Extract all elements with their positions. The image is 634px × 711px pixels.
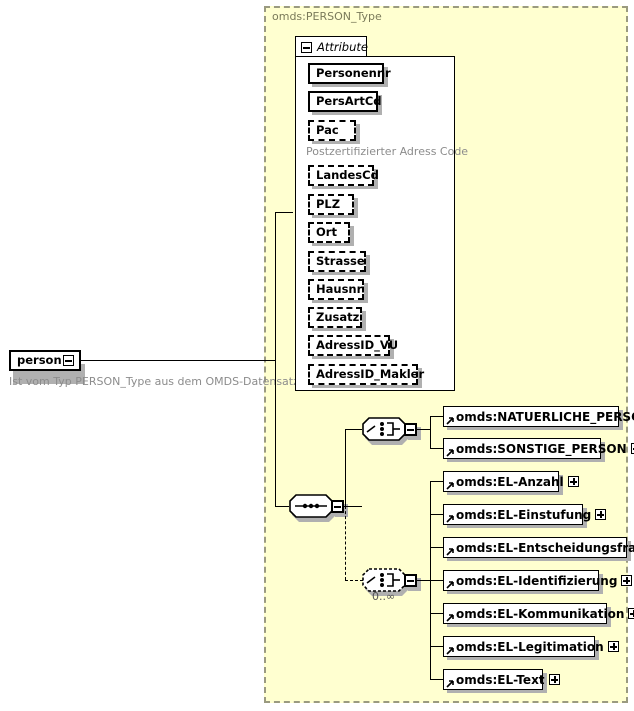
element-reference-label: omds:EL-Anzahl <box>456 474 564 489</box>
attribute-node[interactable]: Strasse <box>308 251 366 272</box>
type-container-title: omds:PERSON_Type <box>272 10 382 23</box>
connector-element-stub <box>430 613 443 614</box>
connector-sequence-down-dashed <box>345 506 346 580</box>
element-reference-label: omds:EL-Kommunikation <box>456 606 625 621</box>
element-reference-expand-toggle[interactable] <box>621 575 633 586</box>
attribute-node[interactable]: Zusatz <box>308 307 362 328</box>
connector-element-stub <box>430 580 443 581</box>
compositor-choice-1-toggle[interactable] <box>404 423 417 436</box>
connector-element-stub <box>430 416 443 417</box>
attribute-node[interactable]: PLZ <box>308 194 354 215</box>
element-reference-label: omds:EL-Entscheidungsfrage <box>456 540 634 555</box>
element-reference-expand-toggle[interactable] <box>548 674 560 685</box>
attribute-node[interactable]: Hausnr <box>308 279 364 300</box>
connector-main-bus <box>275 212 276 506</box>
connector-element-stub <box>430 679 443 680</box>
element-reference-label: omds:EL-Einstufung <box>456 507 592 522</box>
element-reference-label: omds:SONSTIGE_PERSON <box>456 441 627 456</box>
person-collapse-toggle[interactable] <box>63 355 74 366</box>
element-node-person-label: person <box>17 352 62 367</box>
connector-choice1-out <box>417 429 431 430</box>
connector-choice1-bus <box>430 417 431 449</box>
attribute-node-label: Ort <box>316 224 337 239</box>
element-reference-node[interactable]: omds:EL-Identifizierung <box>443 570 633 591</box>
person-annotation: Ist vom Typ PERSON_Type aus dem OMDS-Dat… <box>9 375 299 388</box>
attribute-node-label: Pac <box>316 122 339 137</box>
attribute-node[interactable]: Personennr <box>308 63 391 84</box>
attribute-panel-tab-label: Attribute <box>317 40 368 54</box>
compositor-choice-2-cardinality: 0..∞ <box>372 590 396 603</box>
element-reference-node[interactable]: omds:EL-Einstufung <box>443 504 607 525</box>
compositor-choice-2-toggle[interactable] <box>404 574 417 587</box>
attribute-node-label: Hausnr <box>316 281 363 296</box>
attribute-node-label: Personennr <box>316 65 391 80</box>
attribute-node-label: AdressID_VU <box>316 337 399 352</box>
attribute-node[interactable]: AdressID_VU <box>308 335 398 356</box>
attribute-panel-collapse-toggle[interactable] <box>301 41 312 53</box>
compositor-choice-1[interactable] <box>362 417 409 445</box>
element-reference-label: omds:NATUERLICHE_PERSON <box>456 409 634 424</box>
element-reference-node[interactable]: omds:SONSTIGE_PERSON <box>443 438 634 459</box>
attribute-node[interactable]: Ort <box>308 222 350 243</box>
compositor-sequence-symbol <box>289 494 333 518</box>
connector-element-stub <box>430 646 443 647</box>
element-reference-expand-toggle[interactable] <box>630 443 634 454</box>
element-reference-node[interactable]: omds:EL-Kommunikation <box>443 603 634 624</box>
compositor-sequence-toggle[interactable] <box>331 500 344 513</box>
element-reference-node[interactable]: omds:NATUERLICHE_PERSON <box>443 406 634 427</box>
connector-to-choice2-dashed <box>345 580 363 581</box>
element-reference-node[interactable]: omds:EL-Legitimation <box>443 636 619 657</box>
connector-choice2-out <box>417 580 431 581</box>
element-reference-expand-toggle[interactable] <box>567 476 579 487</box>
attribute-node[interactable]: LandesCd <box>308 165 379 186</box>
element-reference-node[interactable]: omds:EL-Text <box>443 669 560 690</box>
compositor-choice-2[interactable] <box>362 568 409 596</box>
attribute-node[interactable]: PersArtCd <box>308 91 382 112</box>
element-reference-expand-toggle[interactable] <box>628 608 634 619</box>
connector-element-stub <box>430 514 443 515</box>
attribute-node[interactable]: Pac <box>308 120 356 141</box>
element-reference-expand-toggle[interactable] <box>607 641 619 652</box>
connector-sequence-out <box>344 506 362 507</box>
connector-person-out <box>81 360 275 361</box>
element-reference-label: omds:EL-Text <box>456 672 545 687</box>
element-reference-label: omds:EL-Identifizierung <box>456 573 618 588</box>
attribute-node-label: PersArtCd <box>316 93 382 108</box>
compositor-choice-2-symbol <box>362 568 406 592</box>
connector-to-sequence <box>275 506 289 507</box>
element-reference-expand-toggle[interactable] <box>595 509 607 520</box>
connector-to-choice1 <box>345 429 362 430</box>
attribute-node[interactable]: AdressID_Makler <box>308 364 424 385</box>
attribute-panel-tab[interactable]: Attribute <box>295 36 368 57</box>
attribute-node-annotation: Postzertifizierter Adress Code <box>306 145 469 158</box>
compositor-sequence[interactable] <box>289 494 336 522</box>
attribute-node-label: Strasse <box>316 253 365 268</box>
connector-to-attribute-panel <box>275 212 293 213</box>
attribute-node-label: Zusatz <box>316 309 360 324</box>
connector-element-stub <box>430 448 443 449</box>
attribute-node-label: PLZ <box>316 196 341 211</box>
attribute-node-label: LandesCd <box>316 167 379 182</box>
connector-element-stub <box>430 547 443 548</box>
connector-sequence-up <box>345 429 346 507</box>
attribute-node-label: AdressID_Makler <box>316 366 425 381</box>
element-reference-label: omds:EL-Legitimation <box>456 639 604 654</box>
element-reference-node[interactable]: omds:EL-Anzahl <box>443 471 579 492</box>
connector-element-stub <box>430 481 443 482</box>
compositor-choice-1-symbol <box>362 417 406 441</box>
element-reference-node[interactable]: omds:EL-Entscheidungsfrage <box>443 537 634 558</box>
